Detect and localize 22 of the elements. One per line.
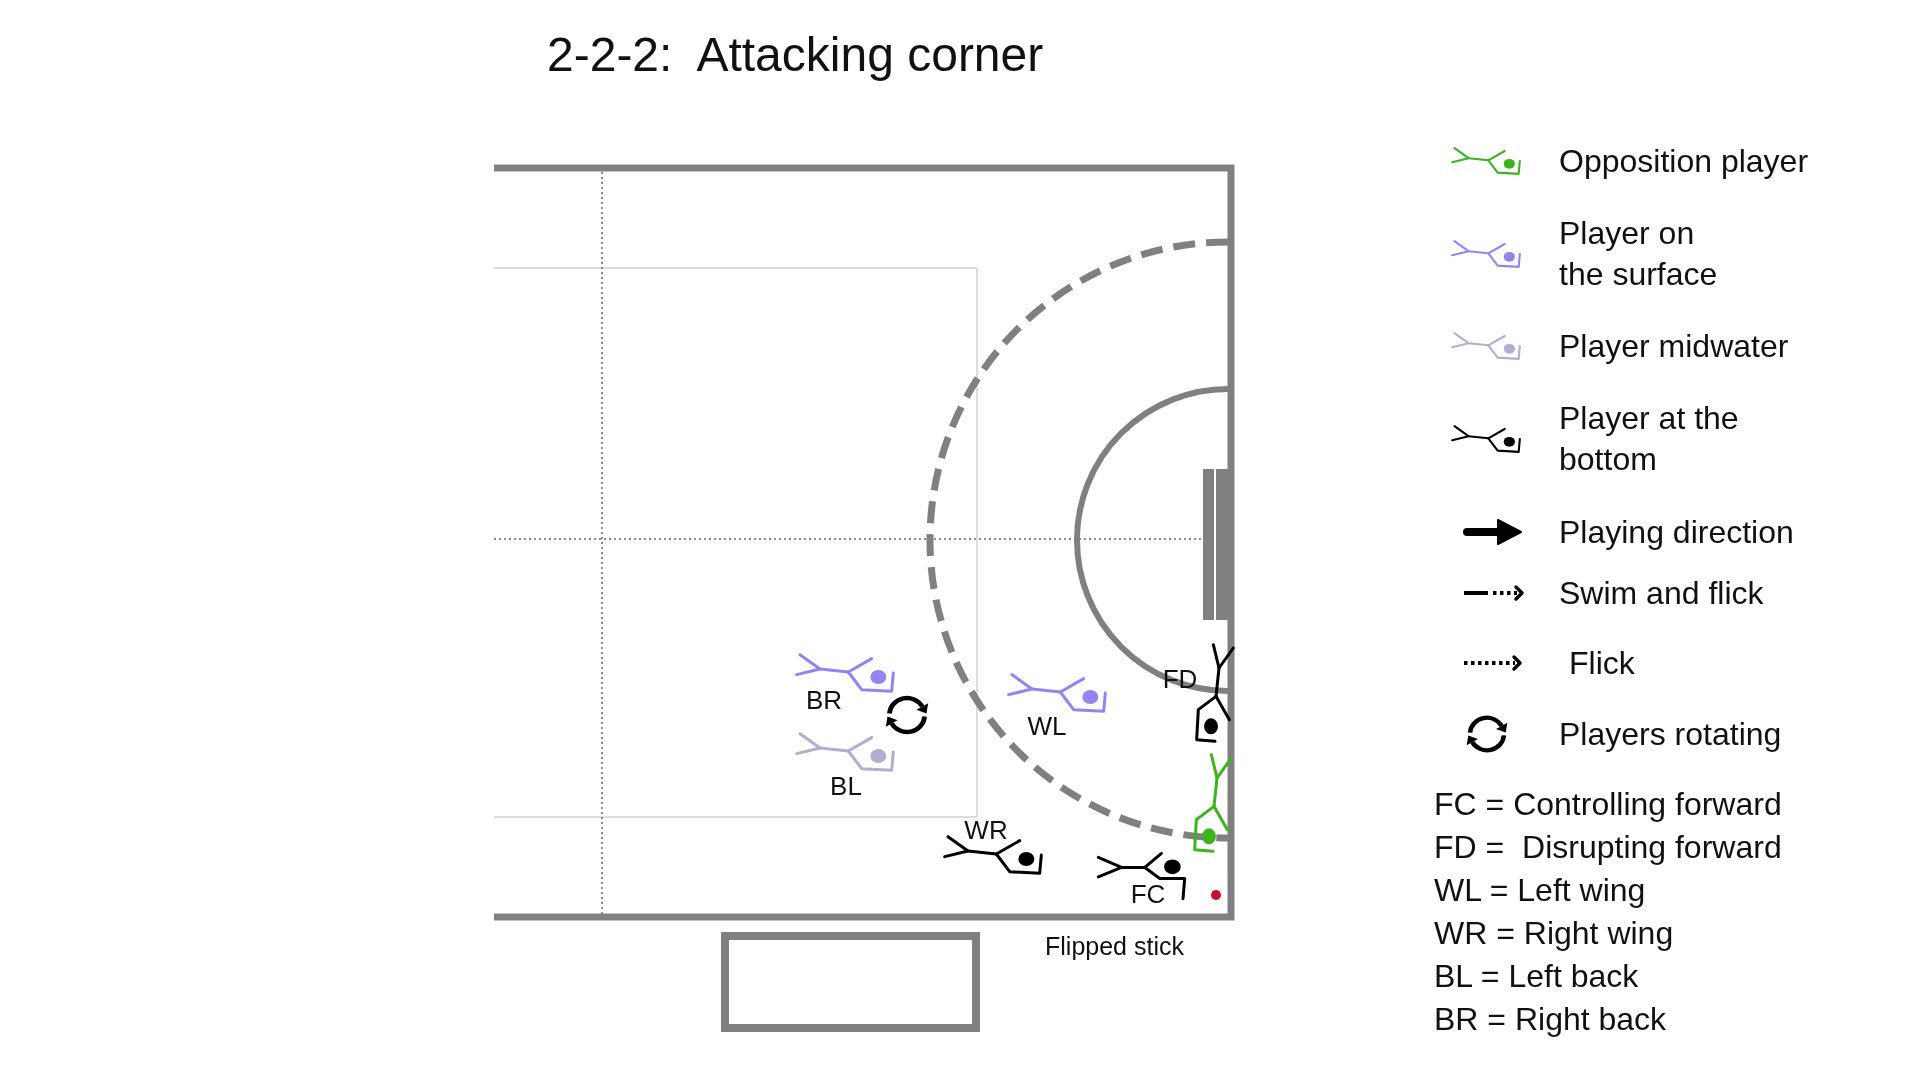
legend-label: Opposition player — [1559, 141, 1809, 181]
legend-label: Player on the surface — [1559, 213, 1719, 294]
legend-label: Players rotating — [1559, 714, 1782, 754]
abbreviation-note: BL = Left back — [1434, 957, 1639, 995]
abbreviation-note: FD = Disrupting forward — [1434, 828, 1782, 866]
legend-label: Playing direction — [1559, 512, 1794, 552]
diagram-title: 2-2-2: Attacking corner — [547, 27, 1044, 83]
player-label: FD — [1162, 664, 1198, 694]
player-label: WR — [964, 815, 1008, 845]
legend-label: Player midwater — [1559, 326, 1789, 366]
abbreviation-note: WR = Right wing — [1434, 914, 1674, 952]
legend-label: Flick — [1569, 643, 1635, 683]
abbreviation-note: WL = Left wing — [1434, 871, 1646, 909]
legend-label: Swim and flick — [1559, 573, 1764, 613]
player-label: BR — [805, 685, 843, 715]
annotation-label: Flipped stick — [1045, 931, 1184, 961]
player-label: BL — [830, 771, 862, 801]
player-label: WL — [1027, 711, 1067, 741]
abbreviation-note: BR = Right back — [1434, 1000, 1667, 1038]
legend-label: Player at the bottom — [1559, 398, 1740, 479]
player-label: FC — [1130, 879, 1166, 909]
abbreviation-note: FC = Controlling forward — [1434, 785, 1782, 823]
